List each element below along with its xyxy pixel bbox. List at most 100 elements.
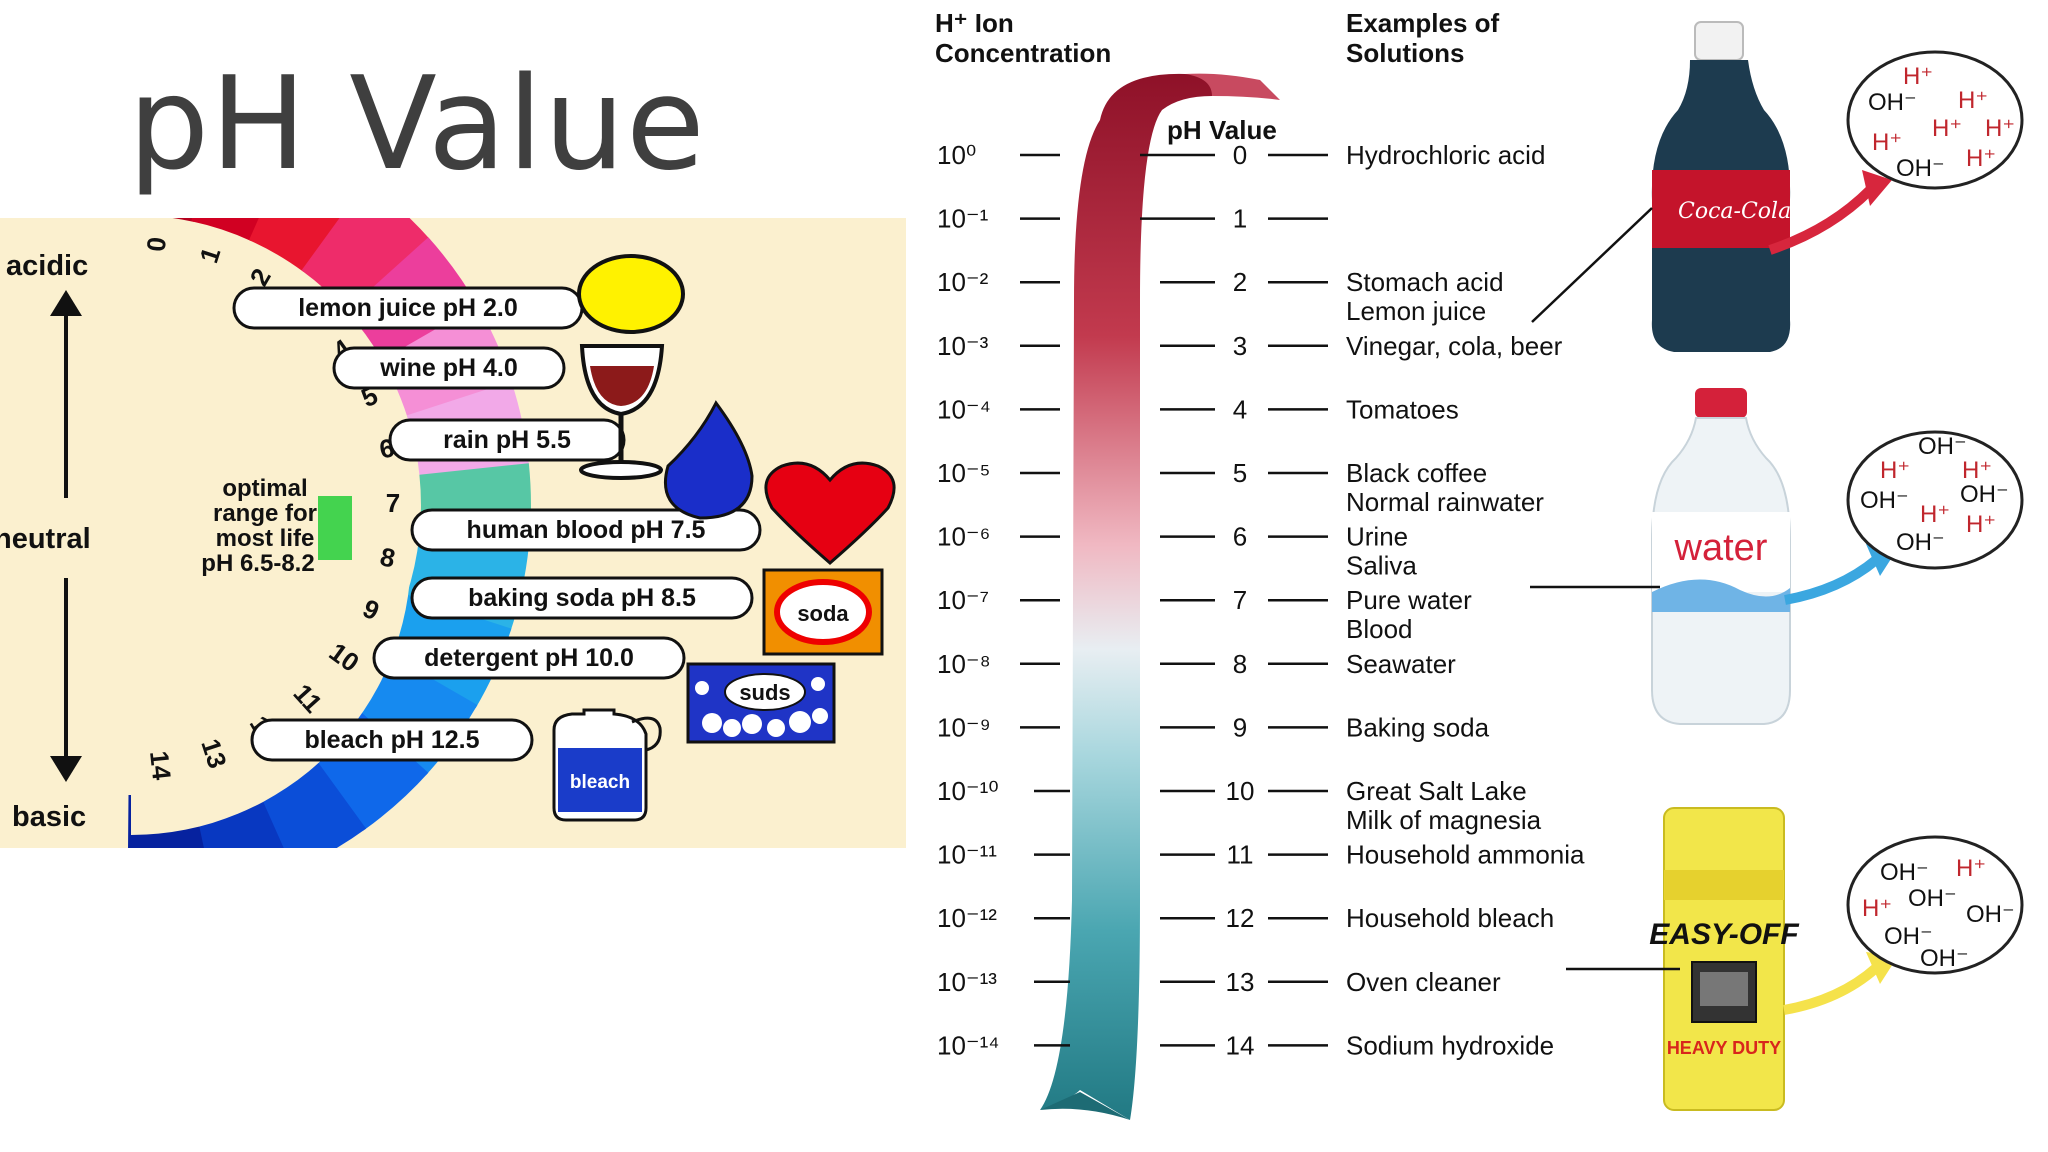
example-label-text: detergent pH 10.0 xyxy=(424,644,634,672)
solution-example: Hydrochloric acid xyxy=(1346,140,1545,170)
svg-text:OH⁻: OH⁻ xyxy=(1908,885,1957,912)
up-arrowhead-icon xyxy=(50,290,82,316)
svg-text:H⁺: H⁺ xyxy=(1962,457,1992,484)
column-headers: H⁺ Ion Concentration Examples of Solutio… xyxy=(935,8,1500,145)
svg-text:H⁺: H⁺ xyxy=(1920,501,1950,528)
solution-example: Sodium hydroxide xyxy=(1346,1030,1554,1060)
solution-example: Lemon juice xyxy=(1346,296,1486,326)
acidic-label: acidic xyxy=(6,250,88,282)
example-label-pill: rain pH 5.5 xyxy=(388,418,626,462)
wine-glass-icon xyxy=(579,344,665,480)
solution-example: Oven cleaner xyxy=(1346,967,1501,997)
example-label-pill: bleach pH 12.5 xyxy=(250,718,534,762)
ph-wedge-1 xyxy=(191,218,262,242)
h-ion-concentration: 10⁻¹⁰ xyxy=(937,776,999,806)
bleach-jug-icon: bleach xyxy=(552,708,662,822)
basic-label: basic xyxy=(12,801,86,833)
neutral-ion-circle: OH⁻ H⁺ H⁺ OH⁻ H⁺ OH⁻ OH⁻ H⁺ xyxy=(1846,430,2024,570)
ph-value: 2 xyxy=(1233,267,1247,297)
h-ion-concentration: 10⁻⁸ xyxy=(937,649,991,679)
cola-bottle-icon: Coca-Cola xyxy=(1651,21,1791,352)
acid-arrow-icon xyxy=(1768,186,1874,255)
h-ion-concentration: 10⁻³ xyxy=(937,331,989,361)
h-ion-concentration: 10⁻¹⁴ xyxy=(937,1030,999,1060)
water-label: water xyxy=(1674,527,1768,569)
optimal-line-3: most life xyxy=(216,525,315,552)
soda-icon: soda xyxy=(762,568,884,656)
h-ion-concentration: 10⁻⁶ xyxy=(937,522,990,552)
svg-text:OH⁻: OH⁻ xyxy=(1896,529,1945,556)
solution-example: Baking soda xyxy=(1346,712,1490,742)
example-label-text: human blood pH 7.5 xyxy=(467,516,706,544)
neutral-label: neutral xyxy=(0,523,91,555)
suds-icon-label: suds xyxy=(739,680,790,705)
oven-cleaner-can-icon: EASY-OFF HEAVY DUTY xyxy=(1649,807,1799,1111)
cleaner-sub-label: HEAVY DUTY xyxy=(1667,1038,1781,1058)
heart-icon xyxy=(764,461,896,565)
optimal-line-2: range for xyxy=(213,500,317,527)
ph-row: 10⁻¹⁴ 14 Sodium hydroxide xyxy=(937,1030,1554,1060)
example-label-text: baking soda pH 8.5 xyxy=(468,584,696,612)
solution-example: Household ammonia xyxy=(1346,840,1585,870)
bleach-icon-label: bleach xyxy=(570,772,630,793)
example-label-text: bleach pH 12.5 xyxy=(304,726,479,754)
h-ion-concentration: 10⁻⁵ xyxy=(937,458,990,488)
conc-header-line-1: H⁺ Ion xyxy=(935,8,1014,38)
soda-icon-label: soda xyxy=(797,601,849,626)
examples-header-line-1: Examples of xyxy=(1346,8,1500,38)
example-label-text: rain pH 5.5 xyxy=(443,426,571,454)
example-label-pill: baking soda pH 8.5 xyxy=(410,576,754,620)
ph-wedge-2 xyxy=(249,218,344,272)
svg-text:H⁺: H⁺ xyxy=(1880,457,1910,484)
optimal-line-4: pH 6.5-8.2 xyxy=(201,550,314,577)
cola-pointer-line xyxy=(1531,207,1653,323)
ph-value: 6 xyxy=(1233,522,1247,552)
ph-wheel-diagram: 01234567891011121314 acidic neutral basi… xyxy=(0,218,896,848)
ph-wedge-0 xyxy=(172,218,195,222)
ph-scale-number: 8 xyxy=(378,541,398,573)
neutral-highlight xyxy=(318,496,352,560)
examples-header-line-2: Solutions xyxy=(1346,38,1464,68)
solution-example: Great Salt Lake xyxy=(1346,776,1527,806)
base-arrow-icon xyxy=(1783,964,1880,1015)
cleaner-label: EASY-OFF xyxy=(1649,918,1799,951)
suds-icon: suds xyxy=(686,662,836,744)
example-label-pill: wine pH 4.0 xyxy=(332,346,566,390)
solution-example: Urine xyxy=(1346,522,1408,552)
svg-text:H⁺: H⁺ xyxy=(1958,87,1988,114)
example-label-text: lemon juice pH 2.0 xyxy=(298,294,518,322)
svg-text:OH⁻: OH⁻ xyxy=(1868,89,1917,116)
ph-value: 9 xyxy=(1233,712,1247,742)
solution-example: Pure water xyxy=(1346,585,1472,615)
ph-scale-number: 1 xyxy=(193,244,226,267)
svg-text:H⁺: H⁺ xyxy=(1985,115,2015,142)
ph-value: 1 xyxy=(1233,204,1247,234)
ph-ribbon xyxy=(1040,73,1280,1120)
cola-label: Coca-Cola xyxy=(1678,199,1791,224)
lemon-icon xyxy=(577,254,685,334)
svg-text:OH⁻: OH⁻ xyxy=(1896,155,1945,182)
ph-scale-illustration: 01234567891011121314 acidic neutral basi… xyxy=(0,218,906,848)
svg-text:H⁺: H⁺ xyxy=(1932,115,1962,142)
example-labels: lemon juice pH 2.0 wine pH 4.0 rain pH 5.5… xyxy=(232,286,762,762)
solution-example: Normal rainwater xyxy=(1346,487,1544,517)
ph-value: 3 xyxy=(1233,331,1247,361)
solution-example: Blood xyxy=(1346,614,1413,644)
optimal-line-1: optimal xyxy=(222,475,307,502)
svg-text:H⁺: H⁺ xyxy=(1956,855,1986,882)
ph-value: 14 xyxy=(1226,1030,1255,1060)
svg-text:OH⁻: OH⁻ xyxy=(1880,859,1929,886)
svg-text:H⁺: H⁺ xyxy=(1966,145,1996,172)
raindrop-icon xyxy=(663,400,754,520)
ph-scale-number: 7 xyxy=(386,488,400,518)
ph-row: 10⁻³ 3 Vinegar, cola, beer xyxy=(937,331,1563,361)
solution-example: Vinegar, cola, beer xyxy=(1346,331,1563,361)
example-label-text: wine pH 4.0 xyxy=(379,354,518,382)
svg-text:OH⁻: OH⁻ xyxy=(1860,487,1909,514)
